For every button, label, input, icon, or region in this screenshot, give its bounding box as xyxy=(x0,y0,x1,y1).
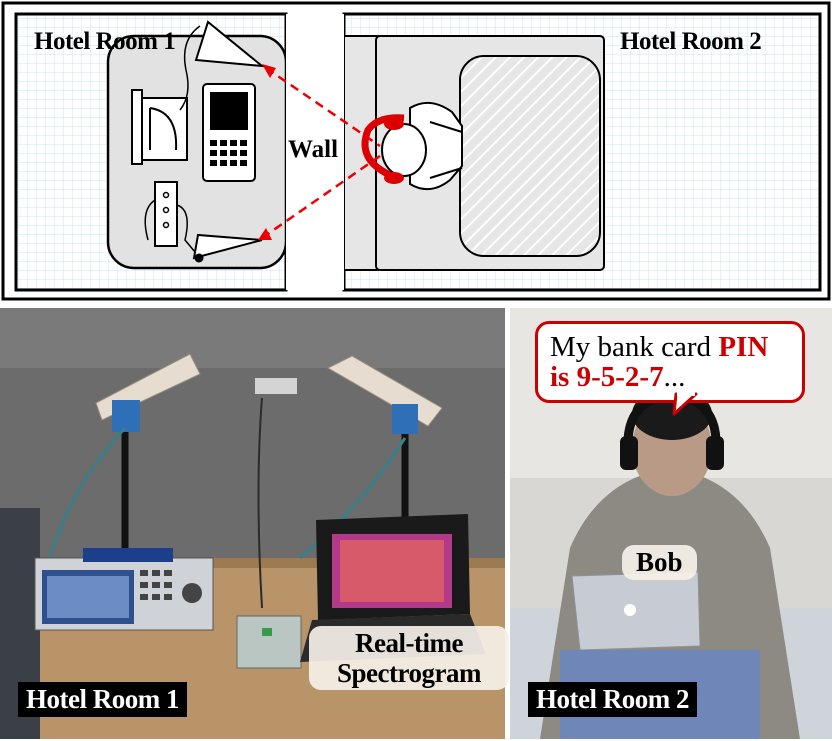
wall-outlet xyxy=(255,378,297,394)
speech-bubble-tail xyxy=(670,392,710,418)
antenna-bottom-pivot xyxy=(195,254,204,263)
spectrogram-label: Real-time Spectrogram xyxy=(309,626,509,690)
person-name-label: Bob xyxy=(622,545,697,580)
spectrum-analyzer-photo xyxy=(35,548,213,630)
room2-bed-frame xyxy=(344,36,378,270)
room2-pillow xyxy=(460,56,600,256)
speech-line1: My bank card PIN xyxy=(550,332,790,362)
speech-ellipsis: ... xyxy=(664,361,686,393)
room1-title: Hotel Room 1 xyxy=(34,28,175,56)
speech-line2: is 9-5-2-7... xyxy=(550,362,790,392)
spectrum-analyzer-icon xyxy=(132,90,187,164)
receiver-box-photo xyxy=(237,616,301,668)
laptop-photo-right xyxy=(572,572,700,650)
speech-highlight-pin: PIN xyxy=(718,331,768,363)
photo-left-room-label: Hotel Room 1 xyxy=(18,682,187,717)
speech-highlight-digits: is 9-5-2-7 xyxy=(550,361,664,393)
speech-bubble: My bank card PIN is 9-5-2-7... xyxy=(535,321,805,403)
speech-part1: My bank card xyxy=(550,331,711,363)
laptop-icon xyxy=(203,84,255,181)
room2-title: Hotel Room 2 xyxy=(620,28,761,56)
spectrogram-label-line2: Spectrogram xyxy=(319,658,499,688)
wall-label: Wall xyxy=(288,136,338,164)
spectrogram-label-line1: Real-time xyxy=(319,628,499,658)
photo-right-room-label: Hotel Room 2 xyxy=(528,682,697,717)
